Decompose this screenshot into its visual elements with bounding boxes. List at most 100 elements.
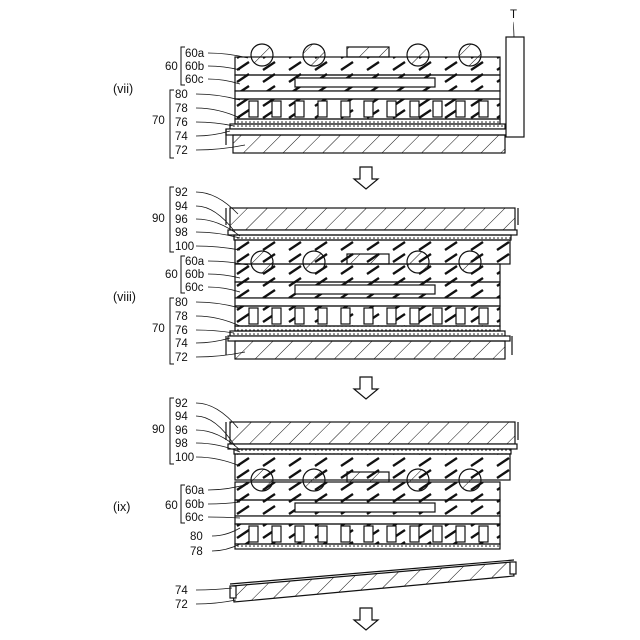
leader-line-31 — [196, 588, 232, 590]
leader-line-12 — [196, 246, 240, 250]
via — [364, 308, 373, 324]
stage-ix-group-60: 60 — [165, 500, 178, 512]
process-arrow-2 — [354, 377, 378, 399]
peeled-carrier-72 — [232, 562, 514, 602]
layer-76 — [230, 124, 505, 129]
stage-viii-group-90: 90 — [152, 213, 165, 225]
bracket-70-vii — [170, 90, 174, 158]
bracket-90-ix — [170, 398, 174, 464]
stage-viii-group-70: 70 — [152, 323, 165, 335]
via — [318, 101, 327, 117]
stage-ix-100: 100 — [175, 452, 194, 464]
stage-viii-72: 72 — [175, 352, 188, 364]
solder-bump — [251, 44, 273, 66]
via — [387, 526, 396, 542]
stage-vii-72: 72 — [175, 145, 188, 157]
via — [249, 101, 258, 117]
layer-60c — [235, 516, 500, 524]
stage-vii-group-60: 60 — [165, 61, 178, 73]
via — [295, 526, 304, 542]
leader-line-19 — [196, 338, 230, 343]
stage-ix-74: 74 — [175, 585, 188, 597]
carrier-92 — [230, 208, 515, 230]
stage-viii-60b: 60b — [185, 269, 204, 281]
solder-bump — [303, 469, 325, 491]
solder-bump — [459, 44, 481, 66]
leader-line-3 — [196, 94, 240, 100]
via — [318, 308, 327, 324]
via — [295, 101, 304, 117]
terminal-T — [506, 37, 524, 137]
stage-vii-60b: 60b — [185, 61, 204, 73]
stage-viii-76: 76 — [175, 325, 188, 337]
via — [479, 526, 488, 542]
via — [249, 526, 258, 542]
via — [272, 101, 281, 117]
layer-60c — [235, 298, 500, 306]
layer-94-96 — [228, 230, 517, 235]
stage-viii-92: 92 — [175, 187, 188, 199]
stage-viii-label: (viii) — [113, 290, 136, 304]
via — [410, 308, 419, 324]
stage-vii-78: 78 — [175, 103, 188, 115]
via — [410, 101, 419, 117]
layer-78 — [235, 544, 500, 549]
stage-viii-group-60: 60 — [165, 269, 178, 281]
stage-ix-60c: 60c — [185, 512, 204, 524]
stage-ix-60b: 60b — [185, 499, 204, 511]
carrier-72 — [235, 341, 505, 359]
solder-bump — [407, 251, 429, 273]
leader-line-18 — [196, 330, 234, 333]
process-arrow-3 — [354, 608, 378, 630]
semiconductor-chip — [347, 254, 389, 264]
via — [456, 526, 465, 542]
carrier-92 — [230, 422, 515, 444]
stage-viii-80: 80 — [175, 297, 188, 309]
via — [387, 101, 396, 117]
stage-vii-60a: 60a — [185, 48, 205, 60]
stage-ix-80: 80 — [190, 531, 203, 543]
via — [341, 308, 350, 324]
solder-bump — [459, 469, 481, 491]
bracket-70-viii — [170, 298, 174, 364]
via — [410, 526, 419, 542]
peeled-edge-right — [510, 562, 516, 574]
stage-ix-98: 98 — [175, 438, 188, 450]
stage-viii-100: 100 — [175, 241, 194, 253]
stage-ix-group-90: 90 — [152, 424, 165, 436]
via — [272, 526, 281, 542]
layer-98 — [234, 449, 511, 454]
stage-ix-94: 94 — [175, 411, 188, 423]
via — [479, 308, 488, 324]
stage-viii-60a: 60a — [185, 256, 205, 268]
stage-viii-60c: 60c — [185, 282, 204, 294]
layer-98 — [234, 235, 511, 240]
layer-78 — [235, 119, 500, 124]
stage-ix-96: 96 — [175, 425, 188, 437]
stage-viii-98: 98 — [175, 227, 188, 239]
leader-line-17 — [196, 316, 240, 326]
via — [433, 526, 442, 542]
terminal-leader — [513, 22, 514, 37]
embedded-die — [295, 503, 435, 512]
solder-bump — [303, 251, 325, 273]
semiconductor-chip — [347, 472, 389, 482]
leader-line-5 — [196, 122, 234, 126]
via — [387, 308, 396, 324]
stage-vii-76: 76 — [175, 117, 188, 129]
stage-viii-78: 78 — [175, 311, 188, 323]
layer-74 — [226, 129, 509, 135]
solder-bump — [251, 469, 273, 491]
via — [364, 101, 373, 117]
solder-bump — [407, 44, 429, 66]
solder-bump — [407, 469, 429, 491]
stage-ix-60a: 60a — [185, 485, 205, 497]
via — [479, 101, 488, 117]
stage-vii-74: 74 — [175, 131, 188, 143]
leader-line-25 — [196, 457, 240, 466]
leader-line-32 — [196, 600, 236, 604]
stage-vii-group-70: 70 — [152, 115, 165, 127]
stage-vii-80: 80 — [175, 89, 188, 101]
stage-ix-label: (ix) — [113, 500, 130, 514]
